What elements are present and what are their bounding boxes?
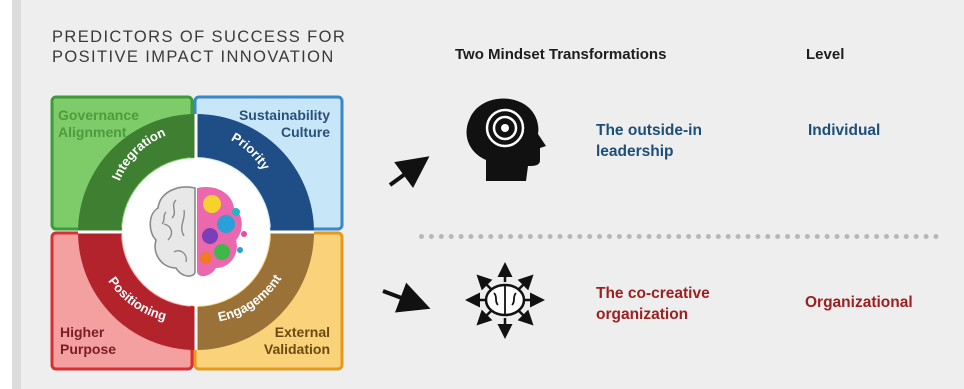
title-line-2: POSITIVE IMPACT INNOVATION	[52, 48, 335, 66]
header-level: Level	[806, 46, 845, 63]
transformation-line: organization	[596, 306, 689, 323]
header-transformations: Two Mindset Transformations	[455, 46, 667, 63]
ring-segment-integration	[78, 114, 196, 232]
quadrant-label-line: Governance	[58, 107, 139, 123]
quadrant-label-higher-purpose: Higher Purpose	[60, 324, 116, 358]
quadrant-label-sustainability-culture: Sustainability Culture	[218, 107, 330, 141]
ring-segment-engagement	[196, 232, 314, 350]
level-organizational: Organizational	[805, 294, 913, 311]
center-circle	[122, 158, 270, 306]
transformation-line: The co-creative	[596, 285, 710, 302]
quadrant-label-line: Alignment	[58, 124, 127, 140]
left-accent-bar	[12, 0, 21, 389]
quadrant-label-line: Sustainability	[238, 107, 330, 123]
transformation-co-creative-organization: The co-creative organization	[596, 283, 710, 325]
arrow-to-individual	[388, 156, 430, 189]
arrow-to-organizational	[382, 282, 431, 313]
head-maze-icon	[466, 98, 546, 181]
quadrant-label-external-validation: External Validation	[218, 324, 330, 358]
transformation-line: The outside-in	[596, 122, 702, 139]
quadrant-label-line: Higher	[60, 324, 105, 340]
network-brain-icon	[465, 262, 545, 339]
quadrant-label-governance-alignment: Governance Alignment	[58, 107, 139, 141]
level-individual: Individual	[808, 122, 881, 139]
brain-icon	[149, 186, 247, 277]
quadrant-label-line: External	[274, 324, 330, 340]
quadrant-label-line: Validation	[263, 341, 330, 357]
ring-segment-priority	[196, 114, 314, 232]
transformation-outside-in-leadership: The outside-in leadership	[596, 120, 702, 162]
quadrant-label-line: Purpose	[60, 341, 117, 357]
quadrant-label-line: Culture	[281, 124, 330, 140]
row-divider	[419, 234, 939, 239]
title-line-1: PREDICTORS OF SUCCESS FOR	[52, 28, 347, 46]
diagram-title: PREDICTORS OF SUCCESS FOR POSITIVE IMPAC…	[52, 27, 346, 67]
ring-segment-positioning	[78, 232, 196, 350]
transformation-line: leadership	[596, 143, 674, 160]
